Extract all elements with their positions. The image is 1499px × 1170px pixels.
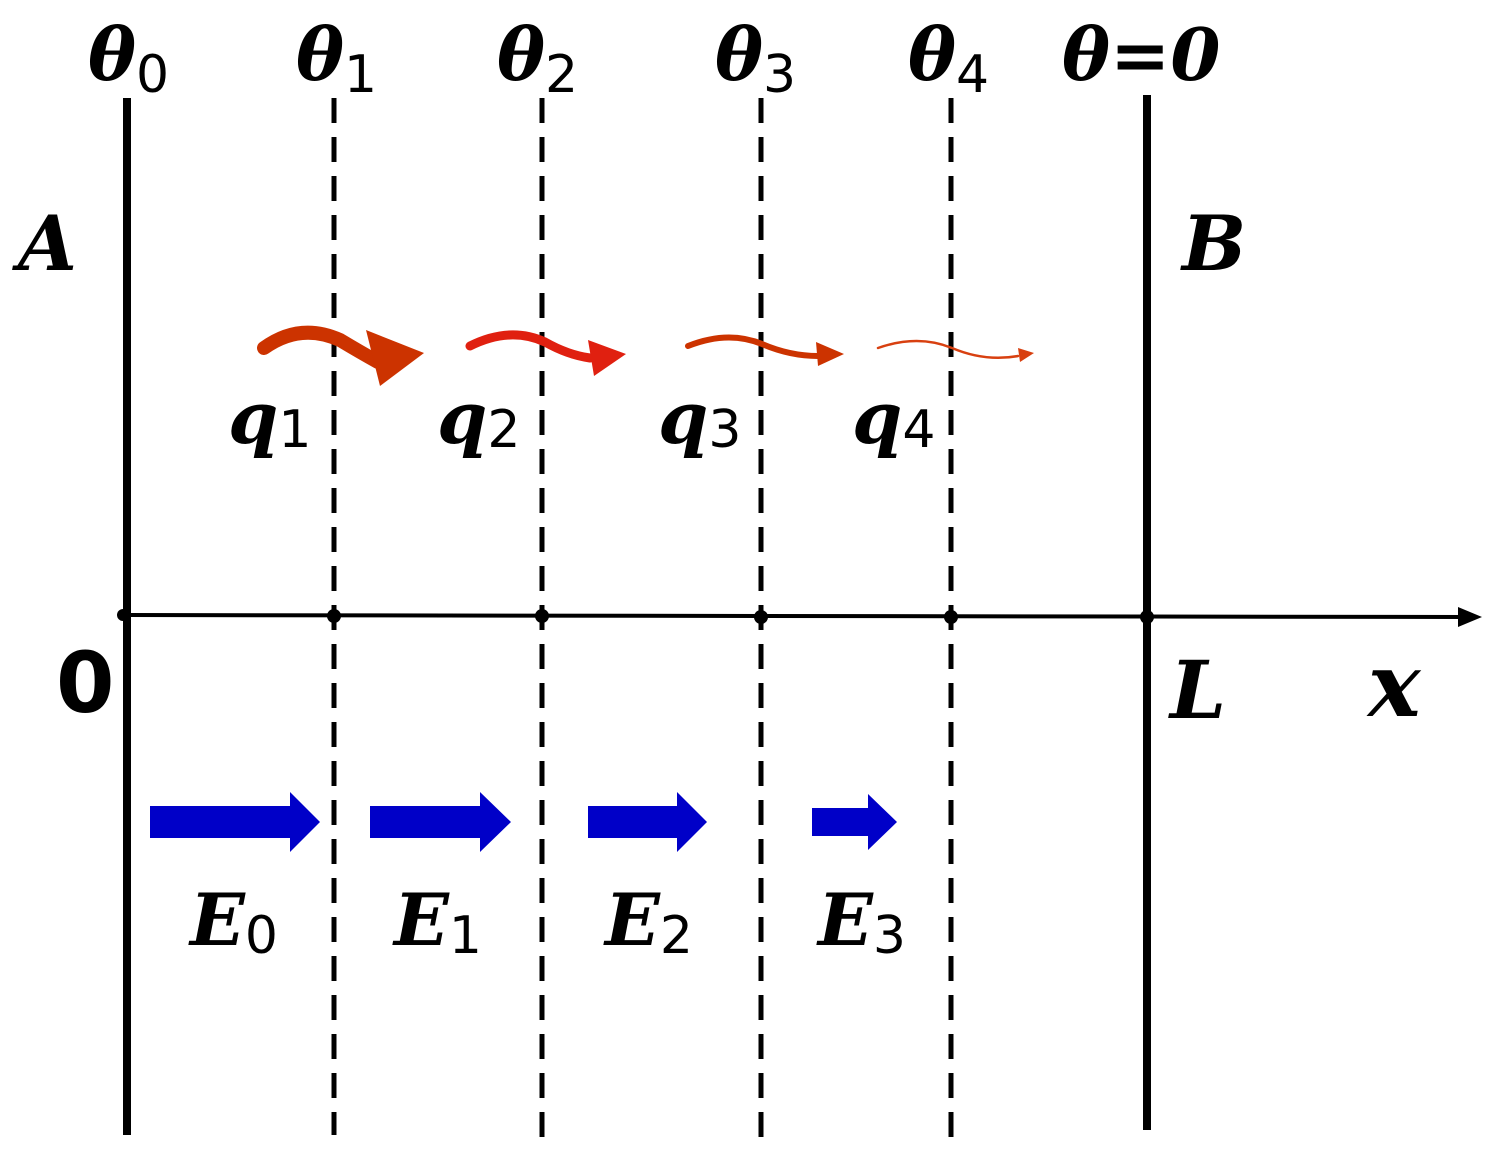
field-arrow-e1 — [370, 792, 511, 852]
field-e1-label: E1 — [392, 877, 482, 966]
field-e2-label: E2 — [603, 877, 693, 966]
heat-flux-q3-label: q3 — [658, 375, 741, 460]
field-e0-label: E0 — [188, 877, 278, 966]
theta-0-label: θ0 — [88, 12, 169, 105]
theta-2-label: θ2 — [497, 12, 578, 105]
axis-dot-2 — [535, 609, 549, 623]
origin-label: 0 — [56, 634, 114, 732]
field-arrow-e3 — [812, 794, 897, 850]
axis-dot-4 — [944, 610, 958, 624]
heat-arrow-3 — [685, 334, 844, 366]
plate-b-label: B — [1180, 199, 1246, 288]
heat-arrow-1 — [257, 325, 424, 386]
heat-flux-q1-label: q1 — [228, 375, 311, 460]
x-axis-line — [119, 613, 1466, 619]
heat-flux-q2-label: q2 — [437, 375, 520, 460]
theta-4-label: θ4 — [908, 12, 989, 105]
field-arrow-e0 — [150, 792, 320, 852]
axis-dot-1 — [327, 609, 341, 623]
field-arrow-e2 — [588, 792, 707, 852]
theta-1-label: θ1 — [296, 12, 377, 105]
plate-a-label: A — [12, 199, 77, 288]
length-label: L — [1168, 643, 1226, 737]
axis-dot-L — [1140, 610, 1154, 624]
theta-zero-label: θ=0 — [1062, 12, 1220, 97]
axis-dot-origin — [117, 609, 129, 621]
heat-arrow-2 — [465, 330, 626, 376]
heat-flux-q4-label: q4 — [852, 375, 935, 460]
axis-dot-3 — [754, 610, 768, 624]
heat-arrow-4 — [876, 339, 1034, 362]
x-axis-arrowhead — [1458, 607, 1482, 627]
theta-3-label: θ3 — [715, 12, 796, 105]
field-e3-label: E3 — [816, 877, 906, 966]
x-axis-label: x — [1366, 633, 1422, 737]
